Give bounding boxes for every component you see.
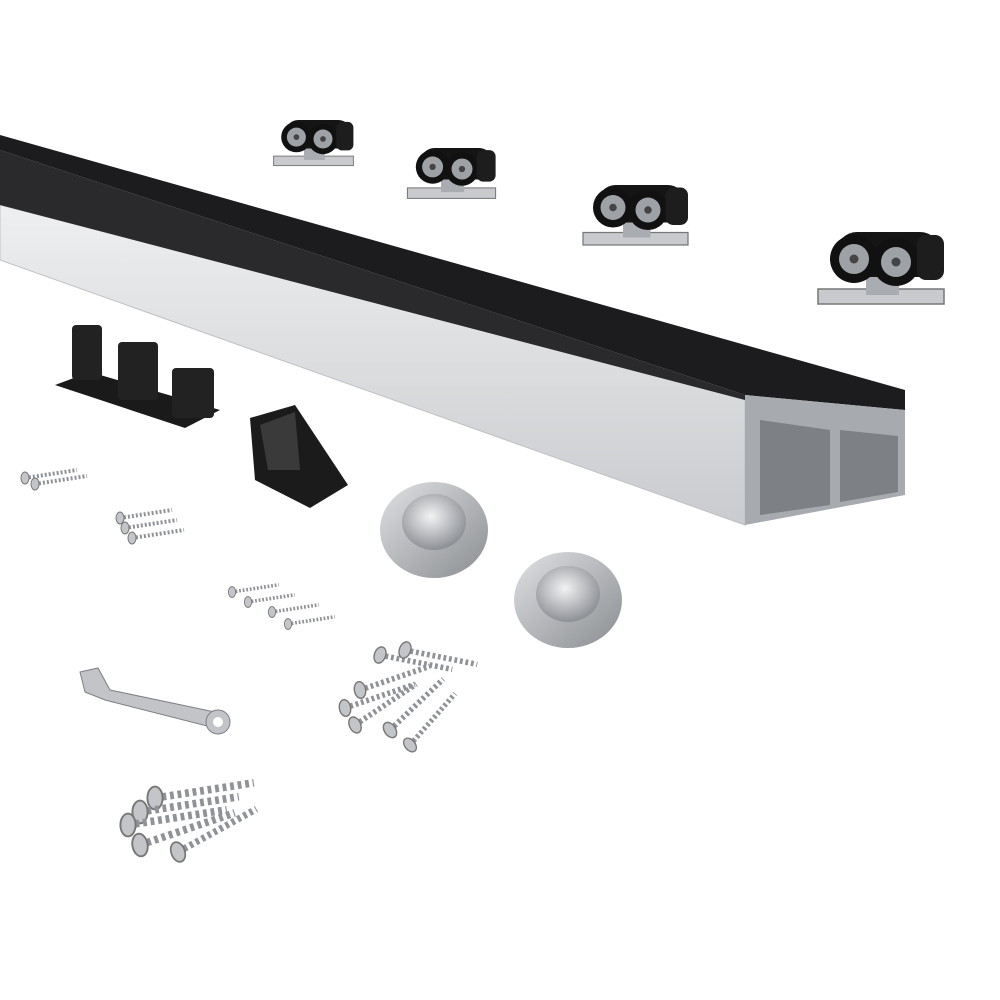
spanner-wrench (79, 667, 231, 735)
floor-guide-bracket (55, 325, 220, 428)
aluminium-track-rail (0, 135, 905, 526)
corner-stop-block (250, 405, 348, 508)
recessed-handle-1 (380, 482, 488, 578)
roller-carriage-1 (273, 119, 354, 167)
roller-carriage-4 (817, 231, 945, 305)
roller-carriage-2 (406, 147, 497, 199)
recessed-handle-2 (514, 552, 622, 648)
roller-carriage-3 (582, 184, 689, 246)
